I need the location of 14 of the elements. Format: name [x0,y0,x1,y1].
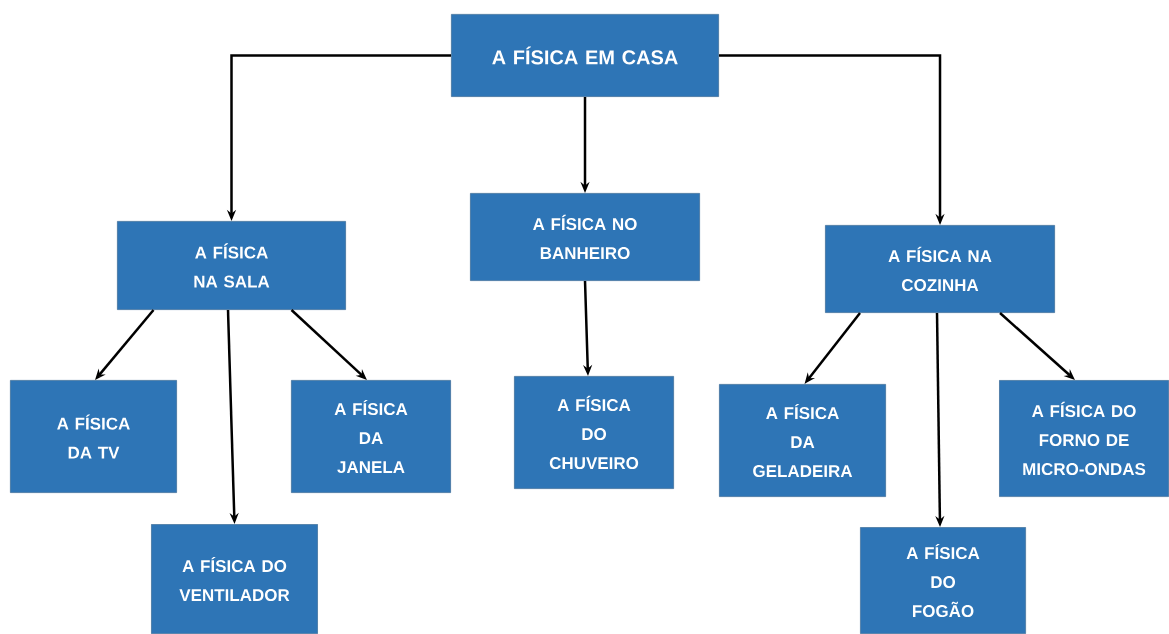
topic-box: A FÍSICA EM CASA [451,14,719,97]
topic-box: A FÍSICA NA SALA [117,221,346,310]
topic-box: A FÍSICA DO FORNO DE MICRO-ONDAS [999,380,1169,497]
topic-box: A FÍSICA DA JANELA [291,380,451,493]
topic-box: A FÍSICA DA TV [10,380,177,493]
topic-box: A FÍSICA DO VENTILADOR [151,524,318,634]
topic-box: A FÍSICA NO BANHEIRO [470,193,700,281]
arrow [999,312,1075,380]
topic-box: A FÍSICA DO CHUVEIRO [514,376,674,489]
arrow [290,309,367,380]
arrow [95,309,155,380]
topic-box: A FÍSICA DA GELADEIRA [719,384,886,497]
topic-box: A FÍSICA NA COZINHA [825,225,1055,313]
topic-box: A FÍSICA DO FOGÃO [860,527,1026,634]
